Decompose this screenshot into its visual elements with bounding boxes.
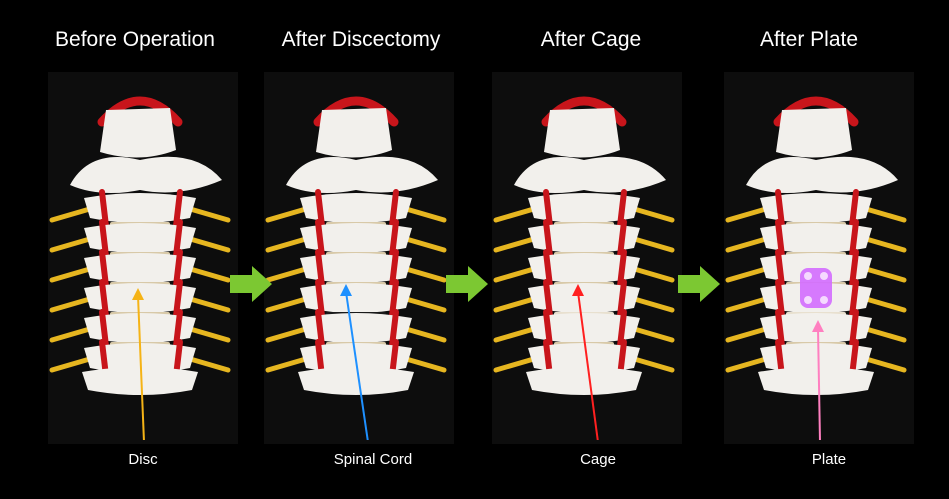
vertebral-artery [849, 279, 859, 319]
plate-screw [804, 272, 812, 280]
vertebra [84, 223, 196, 253]
pointer-line [137, 295, 145, 440]
pointer-line [817, 327, 821, 440]
vertebral-artery [775, 219, 785, 259]
vertebral-artery [99, 189, 109, 229]
vertebral-artery [389, 279, 399, 319]
vertebral-artery [389, 189, 399, 229]
vertebral-artery [775, 189, 785, 229]
pointer-line [345, 291, 369, 440]
vertebra [300, 193, 412, 223]
vertebra [528, 283, 640, 313]
vertebra [760, 343, 872, 373]
vertebra [528, 193, 640, 223]
vertebra-wing [746, 156, 898, 194]
spine-model-cage [493, 96, 675, 440]
vertebral-artery [315, 219, 325, 259]
vertebral-artery [775, 309, 785, 349]
stage-title-1: Before Operation [55, 28, 215, 51]
spine-model-before [49, 96, 231, 440]
pointer-arrowhead [572, 284, 584, 296]
vertebra-bottom [758, 367, 874, 395]
vertebra-bottom [526, 367, 642, 395]
vertebra-wing [286, 156, 438, 194]
vertebral-artery [617, 219, 627, 259]
vertebral-artery [315, 249, 325, 289]
plate-screw [804, 296, 812, 304]
vertebra [528, 223, 640, 253]
plate-screw [820, 296, 828, 304]
vertebral-artery [389, 309, 399, 349]
vertebral-artery [775, 279, 785, 319]
pointer-line [577, 291, 599, 440]
vertebra-wing [70, 156, 222, 194]
vertebral-artery [173, 189, 183, 229]
vertebral-artery [173, 279, 183, 319]
vertebral-artery [315, 189, 325, 229]
vertebra-bottom [298, 367, 414, 395]
vertebral-artery [389, 249, 399, 289]
progress-arrow-icon-3 [678, 266, 720, 302]
vertebral-artery [617, 309, 627, 349]
vertebra [760, 223, 872, 253]
vertebra-top [544, 108, 620, 158]
vertebral-artery [543, 189, 553, 229]
vertebral-artery [99, 249, 109, 289]
vertebra [300, 313, 412, 343]
vertebral-artery [99, 279, 109, 319]
plate-screw [820, 272, 828, 280]
vertebra-top [100, 108, 176, 158]
vertebra [528, 253, 640, 283]
vertebral-artery [543, 249, 553, 289]
label-plate: Plate [811, 451, 847, 468]
vertebra [84, 193, 196, 223]
vertebra-wing [514, 156, 666, 194]
vertebral-artery [315, 279, 325, 319]
vertebral-artery [315, 309, 325, 349]
stage-title-2: After Discectomy [281, 28, 441, 51]
spine-model-discectomy [265, 96, 447, 440]
vertebra-bottom [82, 367, 198, 395]
stage-title-4: After Plate [759, 28, 859, 51]
vertebral-artery [543, 279, 553, 319]
vertebra [300, 283, 412, 313]
label-cage: Cage [580, 451, 616, 468]
vertebra [84, 253, 196, 283]
vertebra [300, 223, 412, 253]
vertebra [760, 193, 872, 223]
vertebral-artery [849, 309, 859, 349]
vertebra [528, 343, 640, 373]
pointer-arrowhead [812, 320, 824, 332]
spine-model-plate [725, 96, 907, 440]
vertebral-artery [849, 219, 859, 259]
plate-implant [800, 268, 832, 308]
vertebral-artery [389, 219, 399, 259]
vertebra-top [316, 108, 392, 158]
vertebral-artery [543, 309, 553, 349]
pointer-arrowhead [132, 288, 144, 300]
vertebral-artery [617, 249, 627, 289]
vertebral-artery [99, 309, 109, 349]
progress-arrow-icon-2 [446, 266, 488, 302]
vertebral-artery [775, 249, 785, 289]
vertebral-artery [849, 249, 859, 289]
progress-arrow-icon-1 [230, 266, 272, 302]
label-disc: Disc [128, 451, 158, 468]
vertebral-artery [173, 249, 183, 289]
vertebral-artery [173, 309, 183, 349]
label-spinal-cord: Spinal Cord [333, 451, 413, 468]
pointer-arrowhead [340, 284, 352, 296]
vertebral-artery [849, 189, 859, 229]
vertebra [528, 313, 640, 343]
vertebral-artery [543, 219, 553, 259]
vertebral-artery [617, 279, 627, 319]
vertebra-top [776, 108, 852, 158]
vertebral-artery [617, 189, 627, 229]
vertebral-artery [173, 219, 183, 259]
stage-title-3: After Cage [540, 28, 642, 51]
vertebral-artery [99, 219, 109, 259]
vertebra [300, 253, 412, 283]
